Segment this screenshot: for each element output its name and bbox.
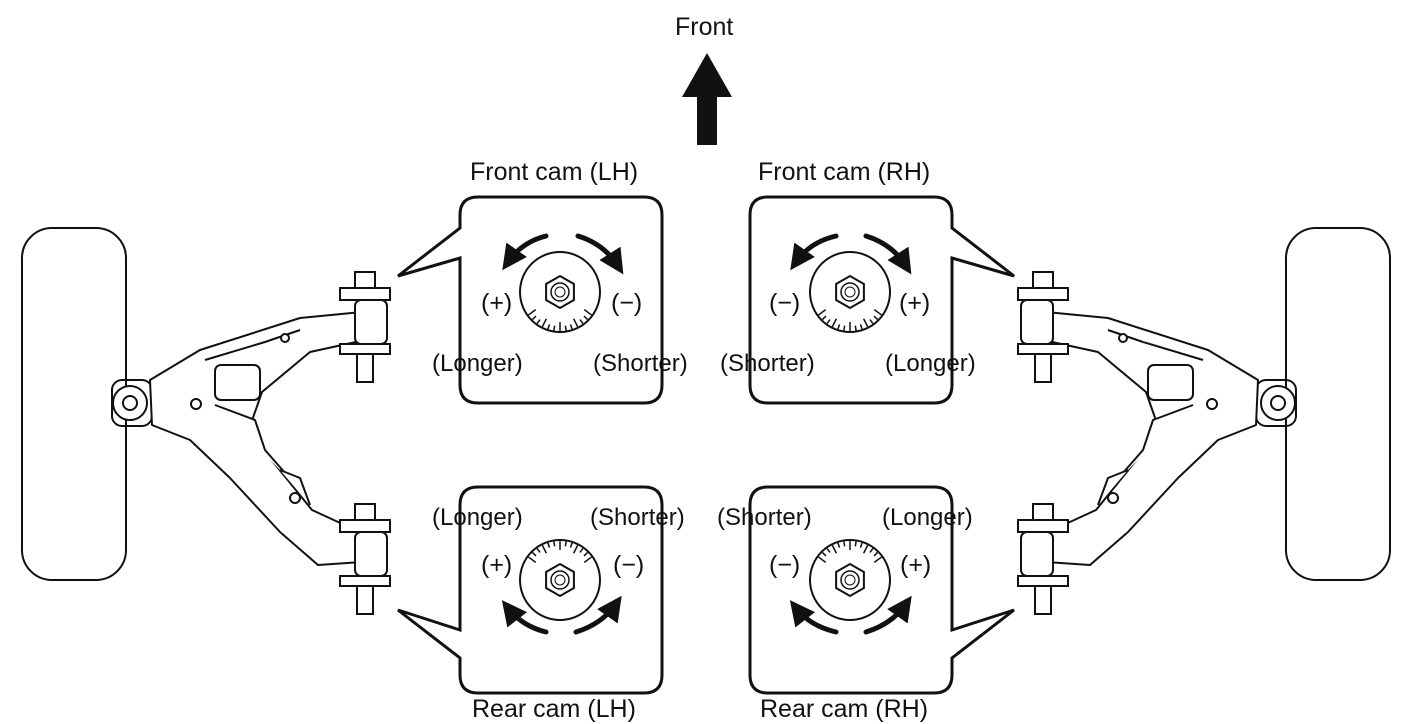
- right-front-bushing: [1017, 271, 1069, 383]
- right-wheel: [1285, 227, 1391, 581]
- cam-scale-tick: [843, 541, 846, 547]
- cam-scale-tick: [837, 324, 841, 330]
- rear-cam-rh-right-sign: (+): [900, 551, 932, 579]
- bolt-center: [844, 574, 856, 586]
- cam-scale-tick: [531, 551, 537, 557]
- cam-scale-tick: [818, 309, 827, 316]
- cam-scale-tick: [536, 319, 541, 324]
- cam-scale-tick: [579, 319, 584, 324]
- cam-scale-tick: [862, 318, 869, 328]
- rear-cam-lh-left-text: (Longer): [432, 504, 523, 531]
- cam-scale-tick: [818, 556, 827, 563]
- front-cam-lh-left-sign: (+): [481, 289, 513, 317]
- cam-scale-tick: [569, 324, 573, 330]
- cam-dial-rear-lh: [519, 539, 601, 621]
- cam-scale-tick: [547, 542, 551, 548]
- left-rear-bushing: [339, 503, 391, 615]
- cam-scale-tick: [843, 325, 846, 331]
- front-cam-rh-right-text: (Longer): [885, 350, 976, 377]
- cam-scale-tick: [826, 548, 831, 553]
- cam-scale-tick: [541, 318, 548, 328]
- cw-arrow-icon: [573, 595, 622, 635]
- cam-scale-tick: [528, 556, 537, 563]
- cam-scale-tick: [553, 325, 556, 331]
- bolt-center: [844, 286, 856, 298]
- cam-scale-tick: [553, 541, 556, 547]
- cam-scale-tick: [831, 318, 838, 328]
- ccw-arrow-icon: [502, 233, 549, 271]
- front-cam-lh-right-text: (Shorter): [593, 350, 688, 377]
- front-cam-lh-left-text: (Longer): [432, 350, 523, 377]
- rear-cam-lh-title: Rear cam (LH): [472, 695, 636, 723]
- cam-scale-tick: [821, 315, 827, 321]
- cam-scale-tick: [583, 309, 592, 316]
- front-cam-rh-right-sign: (+): [899, 289, 931, 317]
- rear-cam-rh-right-text: (Longer): [882, 504, 973, 531]
- cam-scale-tick: [579, 548, 584, 553]
- cam-scale-tick: [873, 551, 879, 557]
- cam-scale-tick: [873, 315, 879, 321]
- left-wheel: [21, 227, 127, 581]
- cam-scale-tick: [583, 551, 589, 557]
- cam-dial-rear-rh: [809, 539, 891, 621]
- cw-arrow-icon: [863, 595, 912, 635]
- rear-cam-rh-left-sign: (−): [769, 551, 801, 579]
- rear-cam-rh-left-text: (Shorter): [717, 504, 812, 531]
- cam-scale-tick: [583, 556, 592, 563]
- front-cam-rh-left-text: (Shorter): [720, 350, 815, 377]
- bolt-center: [554, 574, 566, 586]
- cam-scale-tick: [869, 548, 874, 553]
- front-arrow-icon: [682, 53, 732, 145]
- cam-scale-tick: [541, 544, 548, 554]
- front-direction-label: Front: [675, 13, 734, 41]
- cam-scale-tick: [569, 542, 573, 548]
- cam-scale-tick: [531, 315, 537, 321]
- cw-arrow-icon: [863, 233, 912, 275]
- rear-cam-lh-left-sign: (+): [481, 551, 513, 579]
- cam-dial-front-rh: [809, 251, 891, 333]
- rear-cam-lh-right-text: (Shorter): [590, 504, 685, 531]
- front-cam-rh-left-sign: (−): [769, 289, 801, 317]
- cw-arrow-icon: [575, 233, 624, 275]
- ccw-arrow-icon: [789, 600, 839, 635]
- cam-scale-tick: [862, 544, 869, 554]
- cam-scale-tick: [547, 324, 551, 330]
- cam-scale-tick: [859, 542, 863, 548]
- ccw-arrow-icon: [790, 233, 839, 271]
- cam-scale-tick: [572, 318, 579, 328]
- rear-cam-rh-title: Rear cam (RH): [760, 695, 929, 723]
- front-cam-lh-right-sign: (−): [611, 289, 643, 317]
- cam-scale-tick: [859, 324, 863, 330]
- cam-scale-tick: [837, 542, 841, 548]
- right-lower-arm: [1042, 311, 1297, 566]
- cam-scale-tick: [564, 325, 567, 331]
- right-rear-bushing: [1017, 503, 1069, 615]
- cam-scale-tick: [854, 541, 857, 547]
- ccw-arrow-icon: [501, 600, 549, 635]
- cam-scale-tick: [821, 551, 827, 557]
- front-cam-rh-title: Front cam (RH): [758, 158, 931, 186]
- cam-scale-tick: [564, 541, 567, 547]
- cam-scale-tick: [854, 325, 857, 331]
- cam-scale-tick: [826, 319, 831, 324]
- cam-scale-tick: [583, 315, 589, 321]
- cam-scale-tick: [831, 544, 838, 554]
- left-front-bushing: [339, 271, 391, 383]
- rear-cam-lh-right-sign: (−): [613, 551, 645, 579]
- front-cam-lh-title: Front cam (LH): [470, 158, 639, 186]
- cam-scale-tick: [536, 548, 541, 553]
- cam-dial-front-lh: [519, 251, 601, 333]
- cam-scale-tick: [869, 319, 874, 324]
- cam-scale-tick: [572, 544, 579, 554]
- cam-scale-tick: [873, 309, 882, 316]
- cam-scale-tick: [873, 556, 882, 563]
- bolt-center: [554, 286, 566, 298]
- left-lower-arm: [111, 311, 366, 566]
- cam-scale-tick: [528, 309, 537, 316]
